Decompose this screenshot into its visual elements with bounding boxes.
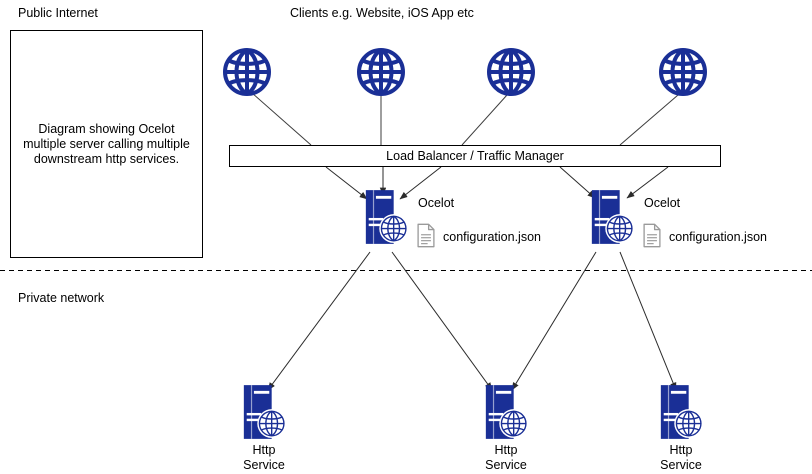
ocelot-1-config-file-icon[interactable] bbox=[416, 223, 436, 253]
edge-lb-ocelot2-b bbox=[626, 166, 669, 199]
http-service-2-label-line1: Http bbox=[494, 443, 518, 457]
http-service-2[interactable] bbox=[482, 383, 530, 446]
description-box: Diagram showing Ocelot multiple server c… bbox=[10, 30, 203, 258]
edge-client4-lb bbox=[619, 94, 679, 146]
http-service-1[interactable] bbox=[240, 383, 288, 446]
http-service-2-label-line2: Service bbox=[485, 458, 527, 472]
ocelot-2-label: Ocelot bbox=[644, 196, 681, 210]
client-globe--icon[interactable] bbox=[658, 47, 708, 102]
load-balancer-label: Load Balancer / Traffic Manager bbox=[386, 149, 564, 163]
edge-ocelot1-svc2 bbox=[391, 251, 493, 391]
edge-lb-ocelot1-a bbox=[325, 166, 368, 200]
edge-ocelot1-svc1 bbox=[267, 251, 371, 391]
client-globe--icon[interactable] bbox=[222, 47, 272, 102]
http-service-3-label-line2: Service bbox=[660, 458, 702, 472]
client-globe--icon[interactable] bbox=[486, 47, 536, 102]
edge-ocelot2-svc3 bbox=[619, 251, 677, 391]
edge-client3-lb bbox=[461, 94, 508, 146]
ocelot-1[interactable] bbox=[362, 188, 410, 251]
private-network-label: Private network bbox=[18, 291, 105, 305]
ocelot-2[interactable] bbox=[588, 188, 636, 251]
load-balancer-box[interactable]: Load Balancer / Traffic Manager bbox=[229, 145, 721, 167]
http-service-1-label-line2: Service bbox=[243, 458, 285, 472]
description-text: Diagram showing Ocelot multiple server c… bbox=[23, 121, 190, 166]
client-globe--icon[interactable] bbox=[356, 47, 406, 102]
public-internet-label: Public Internet bbox=[18, 6, 98, 20]
http-service-3[interactable] bbox=[657, 383, 705, 446]
ocelot-2-config-label: configuration.json bbox=[669, 230, 767, 244]
edge-lb-ocelot2-a bbox=[559, 166, 596, 199]
ocelot-1-config-label: configuration.json bbox=[443, 230, 541, 244]
clients-label: Clients e.g. Website, iOS App etc bbox=[290, 6, 474, 20]
edge-client1-lb bbox=[251, 92, 312, 146]
edge-lb-ocelot1-c bbox=[399, 166, 442, 200]
http-service-3-label-line1: Http bbox=[669, 443, 693, 457]
ocelot-2-config-file-icon[interactable] bbox=[642, 223, 662, 253]
edge-ocelot2-svc2 bbox=[511, 251, 597, 391]
http-service-1-label-line1: Http bbox=[252, 443, 276, 457]
ocelot-1-label: Ocelot bbox=[418, 196, 455, 210]
